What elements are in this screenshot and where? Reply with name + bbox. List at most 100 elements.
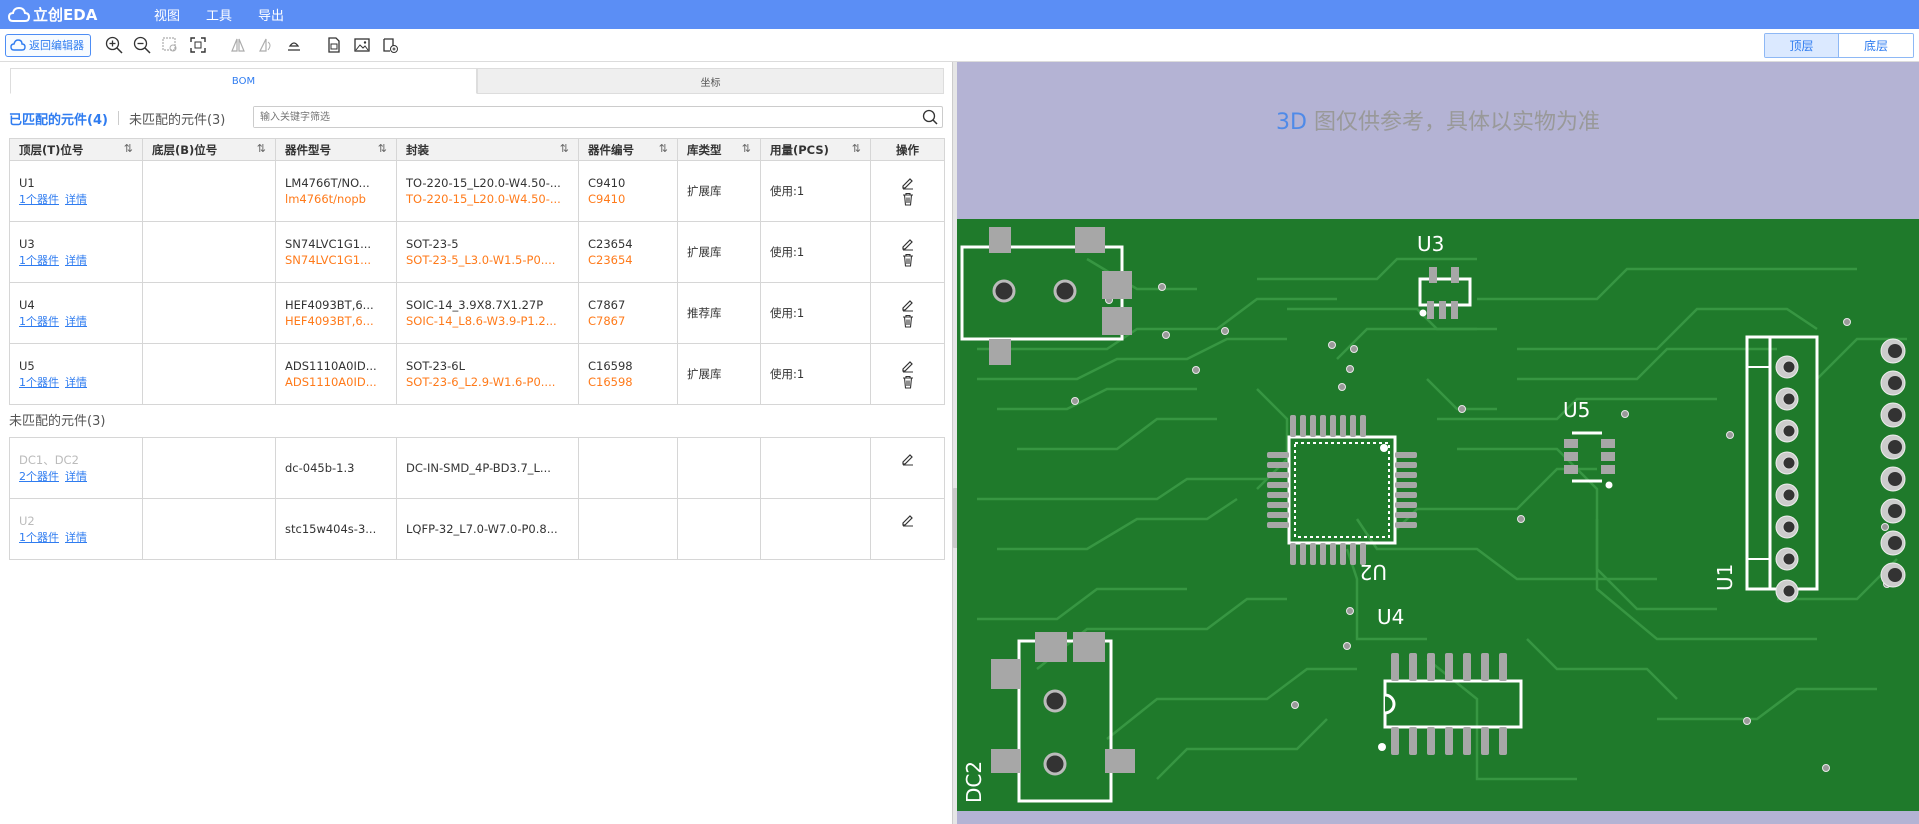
unmatched-filter[interactable]: 未匹配的元件(3)	[128, 112, 226, 128]
component-dc2[interactable]: DC2	[962, 632, 1135, 803]
package: SOIC-14_3.9X8.7X1.27P	[406, 298, 544, 312]
cell-library-type: 推荐库	[677, 282, 761, 344]
cell-package: DC-IN-SMD_4P-BD3.7_L...	[396, 437, 579, 499]
cell-actions	[870, 160, 945, 222]
cell-bottom-designator	[142, 437, 276, 499]
panel-splitter[interactable]	[953, 62, 957, 824]
delete-icon[interactable]	[901, 375, 915, 389]
document-icon[interactable]	[323, 34, 345, 56]
sort-icon[interactable]: ⇅	[741, 141, 751, 155]
component-u1[interactable]: U1	[1713, 335, 1819, 603]
search-icon[interactable]	[918, 109, 942, 125]
sort-icon[interactable]: ⇅	[256, 141, 266, 155]
detail-link[interactable]: 详情	[65, 375, 87, 389]
detail-link[interactable]: 详情	[65, 469, 87, 483]
detail-link[interactable]: 详情	[65, 530, 87, 544]
sort-icon[interactable]: ⇅	[851, 141, 861, 155]
cell-model: HEF4093BT,6... HEF4093BT,6...	[275, 282, 397, 344]
menu-view[interactable]: 视图	[154, 9, 181, 24]
sort-icon[interactable]: ⇅	[377, 141, 387, 155]
cell-model: SN74LVC1G1...SN74LVC1G1...	[275, 221, 397, 283]
detail-link[interactable]: 详情	[65, 314, 87, 328]
col-package[interactable]: 封装⇅	[396, 138, 579, 161]
top-layer-button[interactable]: 顶层	[1765, 34, 1839, 57]
cell-quantity: 使用:1	[760, 343, 871, 405]
component-u5[interactable]: U5	[1563, 398, 1615, 489]
designator: U2	[19, 513, 35, 528]
app-logo: 立创EDA	[8, 4, 128, 25]
model: HEF4093BT,6...	[285, 298, 374, 312]
image-icon[interactable]	[351, 34, 373, 56]
col-part-code[interactable]: 器件编号⇅	[578, 138, 678, 161]
zoom-out-icon[interactable]	[131, 34, 153, 56]
part-count-link[interactable]: 1个器件	[19, 314, 59, 328]
component-u4[interactable]: U4	[1377, 605, 1523, 755]
col-top-designator[interactable]: 顶层(T)位号⇅	[9, 138, 143, 161]
mirror-icon[interactable]	[255, 34, 277, 56]
cell-actions	[870, 437, 945, 499]
col-quantity[interactable]: 用量(PCS)⇅	[760, 138, 871, 161]
component-u3[interactable]: U3	[1417, 232, 1472, 319]
part-count-link[interactable]: 1个器件	[19, 253, 59, 267]
part-count-link[interactable]: 1个器件	[19, 192, 59, 206]
pcb-board[interactable]: U1 U3 U5	[957, 219, 1919, 811]
col-bottom-designator[interactable]: 底层(B)位号⇅	[142, 138, 276, 161]
menu-export[interactable]: 导出	[258, 9, 285, 24]
part-count-link[interactable]: 1个器件	[19, 530, 59, 544]
3d-viewer[interactable]: 3D 图仅供参考，具体以实物为准	[957, 62, 1919, 824]
component-u2[interactable]: U2	[1267, 415, 1417, 584]
cell-actions	[870, 221, 945, 283]
bottom-layer-button[interactable]: 底层	[1839, 34, 1913, 57]
tab-bom[interactable]: BOM	[10, 68, 477, 94]
matched-filter[interactable]: 已匹配的元件(4)	[9, 112, 108, 128]
designator: U4	[19, 297, 35, 312]
detail-link[interactable]: 详情	[65, 192, 87, 206]
delete-icon[interactable]	[901, 253, 915, 267]
edit-icon[interactable]	[901, 176, 915, 190]
edit-icon[interactable]	[901, 359, 915, 373]
cell-quantity	[760, 437, 871, 499]
delete-icon[interactable]	[901, 314, 915, 328]
designator: U5	[19, 358, 35, 373]
cell-part-code	[578, 437, 678, 499]
layer-icon[interactable]	[283, 34, 305, 56]
matched-part-code: C7867	[588, 314, 626, 328]
package: SOT-23-6L	[406, 359, 465, 373]
sort-icon[interactable]: ⇅	[123, 141, 133, 155]
fit-view-icon[interactable]	[187, 34, 209, 56]
matched-package: SOT-23-5_L3.0-W1.5-P0....	[406, 253, 556, 267]
splitter-handle[interactable]	[953, 488, 958, 548]
col-library-type[interactable]: 库类型⇅	[677, 138, 761, 161]
matched-model: HEF4093BT,6...	[285, 314, 374, 328]
cell-top-designator: U2 1个器件详情	[9, 498, 143, 560]
detail-link[interactable]: 详情	[65, 253, 87, 267]
part-count-link[interactable]: 2个器件	[19, 469, 59, 483]
back-to-editor-button[interactable]: 返回编辑器	[5, 33, 91, 57]
delete-icon[interactable]	[901, 192, 915, 206]
edit-icon[interactable]	[901, 298, 915, 312]
part-count-link[interactable]: 1个器件	[19, 375, 59, 389]
component-dc1[interactable]	[960, 227, 1132, 365]
export-icon[interactable]	[379, 34, 401, 56]
zoom-in-icon[interactable]	[103, 34, 125, 56]
sort-icon[interactable]: ⇅	[658, 141, 668, 155]
search-input[interactable]	[254, 107, 918, 127]
edit-icon[interactable]	[901, 237, 915, 251]
sort-icon[interactable]: ⇅	[559, 141, 569, 155]
edit-icon[interactable]	[901, 452, 915, 466]
zoom-area-icon[interactable]	[159, 34, 181, 56]
part-code: C9410	[588, 176, 626, 190]
flip-icon[interactable]	[227, 34, 249, 56]
menu-tools[interactable]: 工具	[206, 9, 233, 24]
col-model[interactable]: 器件型号⇅	[275, 138, 397, 161]
edit-icon[interactable]	[901, 513, 915, 527]
cell-model: LM4766T/NO...lm4766t/nopb	[275, 160, 397, 222]
tab-coordinates[interactable]: 坐标	[477, 68, 944, 94]
pcb-vias	[1071, 283, 1891, 772]
